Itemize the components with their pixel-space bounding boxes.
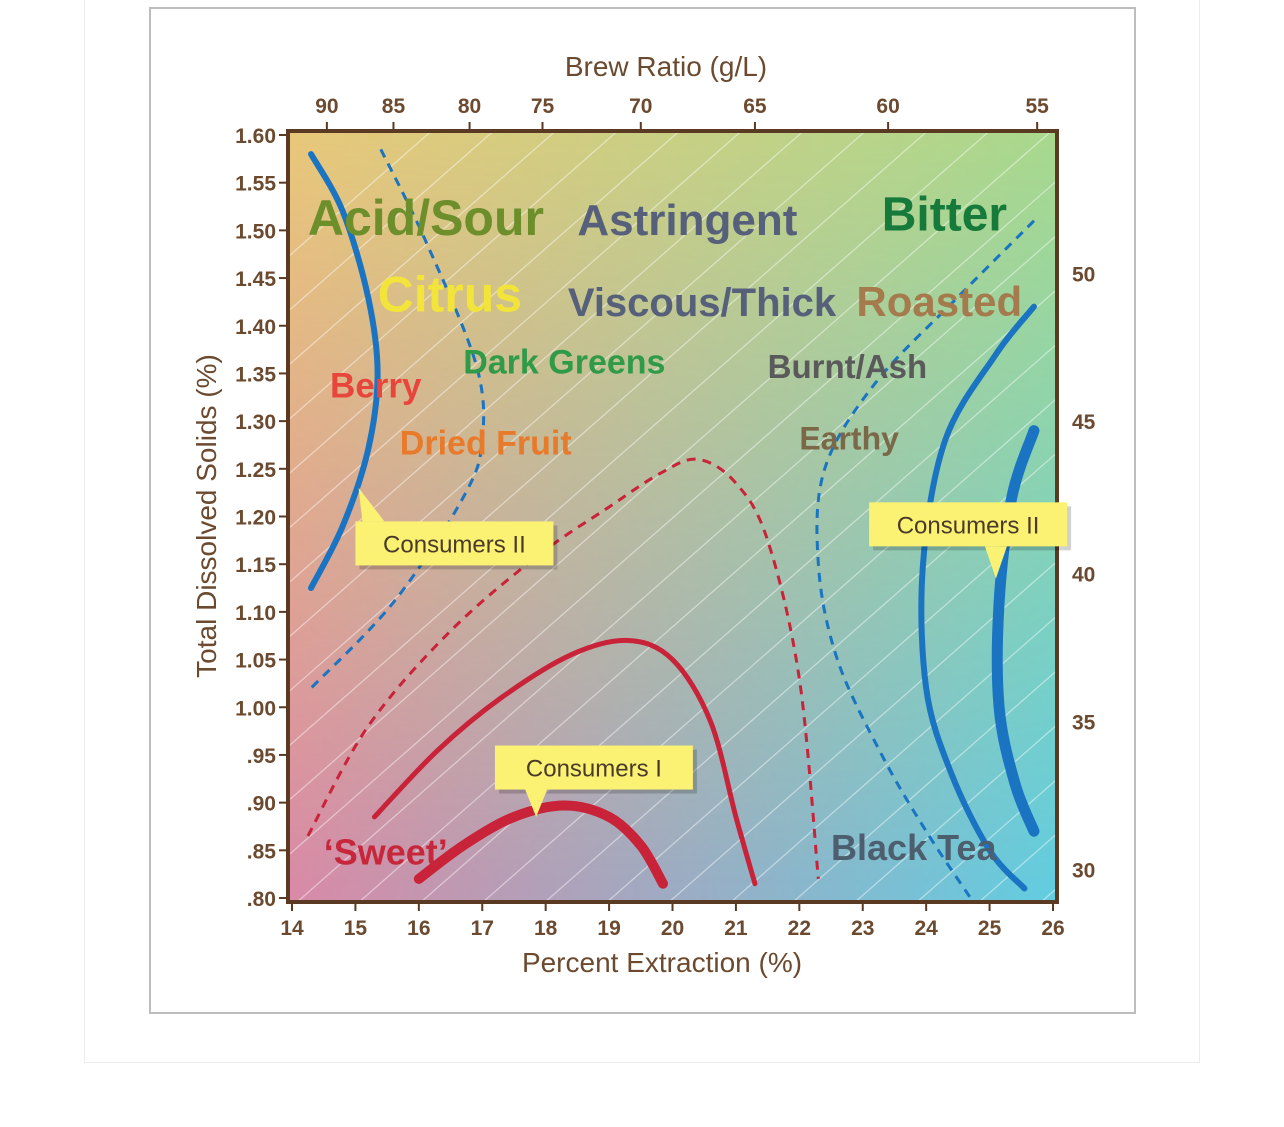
y-tick-label: 1.20	[235, 507, 276, 530]
guide-line	[288, 131, 991, 748]
right-tick-label: 35	[1072, 712, 1096, 735]
callout-box: Consumers II	[355, 487, 558, 570]
y-axis-title: Total Dissolved Solids (%)	[191, 354, 222, 678]
y-tick-label: .80	[247, 888, 276, 911]
right-tick-label: 50	[1072, 263, 1095, 286]
callout-box: Consumers I	[494, 745, 697, 817]
guide-line	[288, 131, 557, 367]
top-tick-label: 65	[743, 95, 767, 118]
flavor-label: Citrus	[378, 266, 522, 322]
flavor-label: Black Tea	[831, 827, 997, 868]
top-tick-label: 85	[382, 95, 406, 118]
y-tick-label: 1.00	[235, 697, 276, 720]
top-axis-ticks: 90 85 80 75 70 65 60 55	[315, 95, 1049, 131]
guide-line	[288, 131, 1053, 803]
guide-line	[288, 131, 929, 694]
series-curve	[413, 800, 668, 889]
x-tick-label: 23	[851, 917, 874, 940]
y-tick-label: .90	[247, 793, 276, 816]
y-tick-label: 1.45	[235, 268, 276, 291]
x-tick-label: 20	[661, 917, 684, 940]
guide-line	[288, 131, 681, 476]
x-axis-ticks: 14 15 16 17 18 19 20 21 22 23 24 25 26	[280, 902, 1065, 940]
guide-line	[854, 723, 1057, 902]
flavor-label: Dark Greens	[463, 343, 665, 381]
flavor-label: Acid/Sour	[308, 190, 544, 246]
callout-label: Consumers II	[383, 531, 526, 558]
top-tick-label: 80	[458, 95, 481, 118]
guide-line	[1218, 120, 1284, 910]
callout-box: Consumers II	[869, 502, 1072, 579]
top-tick-label: 60	[876, 95, 899, 118]
flavor-label: Viscous/Thick	[568, 281, 837, 325]
series-curve	[991, 425, 1040, 837]
flavor-label: Earthy	[799, 421, 899, 457]
guide-line	[288, 131, 743, 530]
guide-line	[1156, 120, 1284, 910]
x-tick-label: 24	[914, 917, 938, 940]
flavor-label: Dried Fruit	[400, 425, 572, 463]
x-axis-title: Percent Extraction (%)	[522, 947, 802, 978]
x-tick-label: 15	[344, 917, 368, 940]
guide-line	[288, 131, 619, 422]
y-tick-label: 1.30	[235, 411, 276, 434]
right-tick-label: 45	[1072, 411, 1096, 434]
y-tick-label: .95	[247, 745, 277, 768]
y-tick-label: 1.05	[235, 650, 276, 673]
y-tick-label: 1.60	[235, 125, 276, 148]
top-tick-label: 75	[531, 95, 555, 118]
right-axis-ticks: 50 45 40 35 30	[1072, 263, 1096, 882]
series-curve	[918, 303, 1037, 892]
right-tick-label: 40	[1072, 564, 1095, 587]
y-axis-ticks: .80 .85 .90 .95 1.00 1.05 1.10 1.15 1.20 1.25 1.30…	[235, 125, 288, 911]
x-tick-label: 26	[1041, 917, 1064, 940]
x-tick-label: 25	[978, 917, 1002, 940]
guide-line	[288, 179, 1057, 857]
y-tick-label: .85	[247, 840, 277, 863]
x-tick-label: 22	[788, 917, 811, 940]
y-tick-label: 1.55	[235, 173, 276, 196]
guide-line	[288, 131, 867, 639]
guide-line	[730, 615, 1057, 902]
series-curve	[308, 151, 381, 592]
callout-label: Consumers I	[526, 756, 662, 783]
y-tick-label: 1.35	[235, 363, 276, 386]
top-axis-title: Brew Ratio (g/L)	[565, 51, 767, 82]
callout-label: Consumers II	[897, 512, 1040, 539]
top-tick-label: 70	[629, 95, 652, 118]
top-tick-label: 90	[315, 95, 338, 118]
x-tick-label: 21	[724, 917, 748, 940]
guide-line	[668, 560, 1057, 902]
series-layer	[306, 148, 1040, 899]
flavor-label: ‘Sweet’	[324, 832, 448, 873]
flavor-label: Astringent	[577, 196, 797, 245]
guide-line	[792, 669, 1057, 902]
x-tick-label: 19	[597, 917, 620, 940]
series-curve	[306, 457, 820, 880]
x-tick-label: 14	[280, 917, 304, 940]
consumer-callouts: Consumers II Consumers I Consumers II	[355, 487, 1072, 817]
x-tick-label: 17	[471, 917, 494, 940]
y-tick-label: 1.40	[235, 316, 276, 339]
flavor-label: Roasted	[856, 278, 1022, 325]
y-tick-label: 1.10	[235, 602, 276, 625]
y-tick-label: 1.25	[235, 459, 276, 482]
flavor-label: Bitter	[882, 188, 1007, 241]
right-tick-label: 30	[1072, 859, 1095, 882]
series-curve	[371, 637, 758, 887]
y-tick-label: 1.15	[235, 554, 276, 577]
series-curve	[309, 148, 486, 690]
flavor-label: Berry	[330, 366, 422, 405]
x-tick-label: 16	[407, 917, 430, 940]
flavor-label: Burnt/Ash	[768, 348, 928, 385]
top-tick-label: 55	[1025, 95, 1049, 118]
x-tick-label: 18	[534, 917, 558, 940]
y-tick-label: 1.50	[235, 220, 276, 243]
guide-line	[296, 234, 1057, 902]
guide-line	[1094, 120, 1284, 910]
series-curve	[815, 219, 1036, 899]
guide-line	[288, 131, 433, 258]
